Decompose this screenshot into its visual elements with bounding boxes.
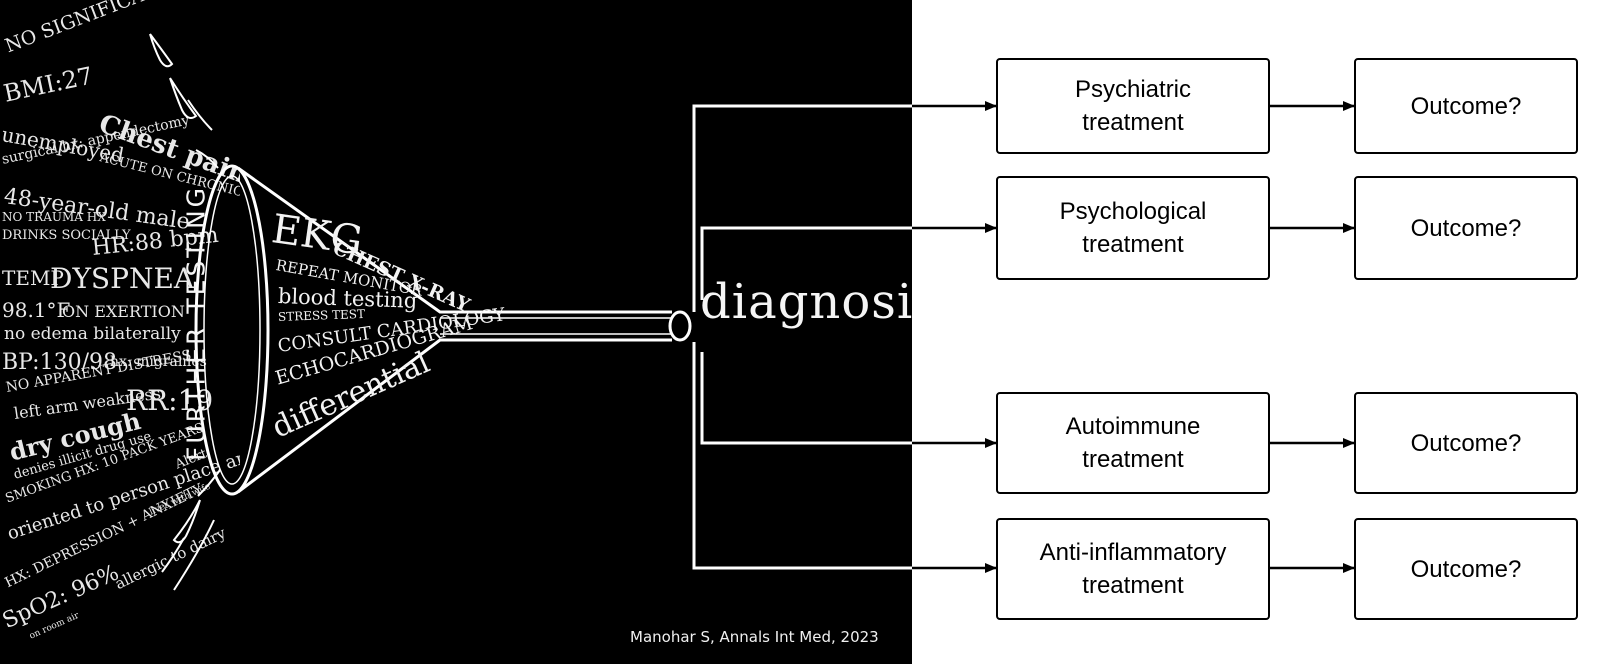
diagnosis-label: diagnosis xyxy=(700,274,912,330)
note-text: DRINKS SOCIALLY xyxy=(2,228,131,243)
illustration-panel: NO SIGNIFICANT FAMILY HX BMI:27 Chest pa… xyxy=(0,0,912,664)
outcome-label: Outcome? xyxy=(1410,429,1522,457)
treatment-box-anti-inflammatory: Anti-inflammatory treatment xyxy=(996,518,1270,620)
treatment-label: treatment xyxy=(1082,109,1184,136)
outcome-box: Outcome? xyxy=(1354,392,1578,494)
patient-notes-cloud: NO SIGNIFICANT FAMILY HX BMI:27 Chest pa… xyxy=(0,0,240,664)
outcome-label: Outcome? xyxy=(1410,92,1522,120)
funnel-drawing xyxy=(149,33,692,591)
note-text: 98.1°F xyxy=(2,298,71,322)
treatment-label: treatment xyxy=(1082,572,1184,599)
note-text: hx: migraines xyxy=(110,354,207,370)
citation-text: Manohar S, Annals Int Med, 2023 xyxy=(630,628,879,646)
treatment-label: Autoimmune xyxy=(1065,413,1201,440)
note-text: TEMP xyxy=(2,266,64,290)
note-text: DYSPNEA xyxy=(50,262,195,295)
outcome-box: Outcome? xyxy=(1354,58,1578,154)
branch-line-white xyxy=(700,226,912,300)
outcome-label: Outcome? xyxy=(1410,214,1522,242)
treatment-label: treatment xyxy=(1082,231,1184,258)
treatment-box-psychological: Psychological treatment xyxy=(996,176,1270,280)
treatment-box-autoimmune: Autoimmune treatment xyxy=(996,392,1270,494)
note-text: ON EXERTION xyxy=(62,302,185,321)
note-text: no edema bilaterally xyxy=(4,324,181,344)
outcome-label: Outcome? xyxy=(1410,555,1522,583)
branch-line-white xyxy=(692,104,912,312)
swirl-decorations xyxy=(149,33,221,591)
treatment-label: Anti-inflammatory xyxy=(1039,539,1227,566)
treatment-label: treatment xyxy=(1082,446,1184,473)
outcome-box: Outcome? xyxy=(1354,176,1578,280)
outcome-box: Outcome? xyxy=(1354,518,1578,620)
branch-line-white xyxy=(700,352,912,445)
branch-line-white xyxy=(692,342,912,570)
treatment-label: Psychiatric xyxy=(1074,76,1192,103)
note-text: BP:130/98 xyxy=(2,350,117,375)
funnel-outline xyxy=(194,164,692,496)
note-text: NO TRAUMA HX xyxy=(2,210,106,224)
treatment-label: Psychological xyxy=(1059,198,1207,225)
treatment-box-psychiatric: Psychiatric treatment xyxy=(996,58,1270,154)
